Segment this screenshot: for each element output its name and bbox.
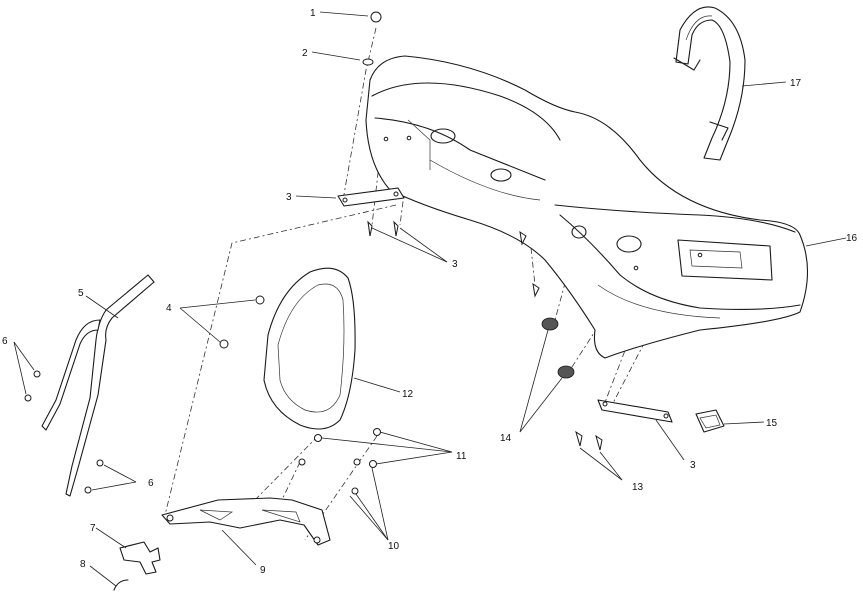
leader-lines [13,11,847,587]
callout-17: 17 [790,78,802,89]
backrest-bracket [161,497,331,546]
hardware [24,11,725,495]
seat-strap [673,6,746,161]
callout-2: 2 [302,48,308,59]
callout-10: 10 [388,541,400,552]
knob-and-washer [113,541,161,591]
callout-3-screws: 3 [452,259,458,270]
callout-3-upper-plate: 3 [286,192,292,203]
callout-6-lower: 6 [148,478,154,489]
callout-6-upper: 6 [2,336,8,347]
callout-11: 11 [456,451,467,462]
backrest-pad [263,267,356,430]
callout-4: 4 [166,303,172,314]
callout-3-lower-plate: 3 [690,460,696,471]
callout-7: 7 [90,523,96,534]
seat-assembly [365,55,808,359]
backrest-support [41,274,155,497]
callout-1: 1 [310,8,316,19]
callout-9: 9 [260,565,266,576]
callout-14: 14 [500,433,512,444]
callout-8: 8 [80,559,86,570]
callout-labels: 1 2 3 3 3 4 5 6 6 7 8 9 10 11 12 13 14 1… [2,8,858,576]
callout-5: 5 [78,288,84,299]
callout-15: 15 [766,418,778,429]
callout-13: 13 [632,482,644,493]
callout-12: 12 [402,389,414,400]
callout-16: 16 [846,233,858,244]
